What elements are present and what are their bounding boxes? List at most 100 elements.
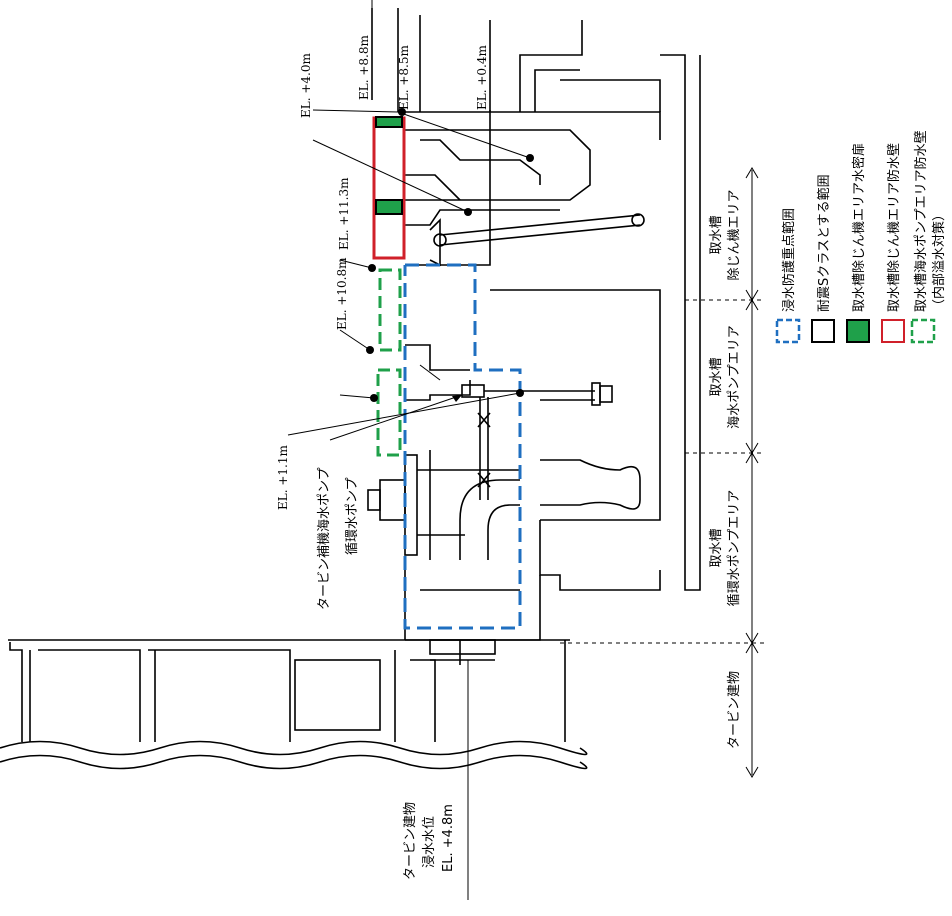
leader-dot xyxy=(370,394,378,402)
legend-swatch-green-dashed xyxy=(910,318,936,344)
wall-line xyxy=(405,174,461,201)
area-labels: 取水槽 除じん機エリア 取水槽 海水ポンプエリア 取水槽 循環水ポンプエリア タ… xyxy=(709,189,742,749)
elevation-label-88: EL. +8.8m xyxy=(357,35,371,100)
legend-label-5: （内部溢水対策） xyxy=(931,208,947,312)
area-screen-line2: 除じん機エリア xyxy=(727,189,742,280)
wall-line xyxy=(519,30,583,112)
rotor-circle xyxy=(433,233,447,247)
valve xyxy=(477,412,491,428)
watertight-door xyxy=(375,116,403,128)
wall-line xyxy=(405,380,471,401)
area-dimensions xyxy=(560,167,765,778)
area-seawater-line1: 取水槽 xyxy=(709,357,724,396)
elevation-label-108: EL. +10.8m xyxy=(335,257,349,330)
legend-label-4: 取水槽海水ポンプエリア防水壁 xyxy=(913,130,929,312)
turbine-water-level-label: タービン建物 浸水水位 EL. +4.8m xyxy=(403,802,456,880)
flange xyxy=(591,382,601,406)
base-slab xyxy=(429,639,496,655)
wall-line xyxy=(660,54,701,591)
wall-line xyxy=(405,344,470,371)
blue-dashed-boundary xyxy=(403,263,522,630)
pump-base xyxy=(404,454,418,556)
wall-line xyxy=(490,289,661,521)
wall-line xyxy=(405,209,560,226)
turbine-wall xyxy=(410,659,436,742)
area-seawater-line2: 海水ポンプエリア xyxy=(727,325,742,429)
water-level-line3: EL. +4.8m xyxy=(441,804,456,872)
elevation-label-04: EL. +0.4m xyxy=(475,45,489,110)
wall-line xyxy=(439,214,641,236)
elevation-label-11: EL. +1.1m xyxy=(276,445,290,510)
legend-swatch-red-solid xyxy=(881,319,905,343)
leader-dot xyxy=(516,389,524,397)
area-turbine-line1: タービン建物 xyxy=(727,671,742,749)
legend-label-1: 耐震Sクラスとする範囲 xyxy=(817,174,832,312)
wall-line xyxy=(419,364,441,381)
legend-label-2: 取水槽除じん機エリア水密扉 xyxy=(851,143,867,312)
leader-dot xyxy=(526,154,534,162)
wall-line xyxy=(539,520,661,591)
red-waterproof-wall xyxy=(372,116,406,260)
seawater-pump-walls xyxy=(376,268,402,457)
turbine-building xyxy=(0,639,588,900)
leader-line xyxy=(312,139,469,213)
legend-swatch-green-filled xyxy=(846,319,870,343)
water-level-line2: 浸水水位 xyxy=(422,816,437,868)
break-line xyxy=(0,740,588,756)
flange xyxy=(599,385,613,403)
legend: 浸水防護重点範囲 耐震Sクラスとする範囲 取水槽除じん機エリア水密扉 取水槽除じ… xyxy=(775,130,947,344)
turbine-room xyxy=(294,659,381,731)
legend-swatch-black-solid xyxy=(811,319,835,343)
turbine-wall xyxy=(9,642,23,742)
wall-line xyxy=(439,224,641,246)
leader-line xyxy=(312,109,531,159)
turbine-wall xyxy=(148,649,291,742)
rotor-circle xyxy=(631,213,645,227)
green-dashed-wall xyxy=(376,368,402,457)
elevation-labels: EL. +8.8m EL. +8.5m EL. +0.4m EL. +4.0m … xyxy=(276,0,489,510)
leader-dot xyxy=(368,264,376,272)
turbine-wall xyxy=(38,649,141,742)
legend-label-3: 取水槽除じん機エリア防水壁 xyxy=(886,143,902,312)
leader-line xyxy=(339,329,371,351)
turbine-aux-pump-label: タービン補機海水ポンプ xyxy=(317,467,332,610)
leader-dot xyxy=(398,108,406,116)
break-line xyxy=(0,754,588,770)
elbow-pipe xyxy=(487,504,520,560)
wall-line xyxy=(429,218,441,267)
wall-line xyxy=(534,69,580,112)
elevation-label-40: EL. +4.0m xyxy=(299,53,313,118)
flood-protection-range xyxy=(403,263,522,630)
watertight-door xyxy=(375,199,403,215)
circ-pump-label: 循環水ポンプ xyxy=(345,477,360,555)
leader-line xyxy=(329,394,463,441)
area-screen-line1: 取水槽 xyxy=(709,215,724,254)
wall-line xyxy=(560,79,661,112)
area-circ-line2: 循環水ポンプエリア xyxy=(727,490,742,607)
leader-line xyxy=(339,259,373,269)
legend-swatch-blue-dashed xyxy=(775,318,801,344)
wall-line xyxy=(405,129,591,201)
valve xyxy=(477,472,491,488)
leaders xyxy=(287,108,534,441)
elevation-label-113: EL. +11.3m xyxy=(337,177,351,250)
leader-dot xyxy=(464,208,472,216)
leader-arrow xyxy=(452,395,462,402)
green-dashed-wall xyxy=(378,268,402,352)
pump-motor xyxy=(379,479,406,521)
pump-motor xyxy=(367,489,381,511)
wall-line xyxy=(405,575,541,641)
area-circ-line1: 取水槽 xyxy=(709,528,724,567)
structure-outline xyxy=(367,8,701,665)
leader-line xyxy=(339,394,375,399)
pump-casing xyxy=(540,459,641,510)
dimension-arrow xyxy=(745,766,759,778)
legend-label-0: 浸水防護重点範囲 xyxy=(781,208,797,312)
elbow-pipe xyxy=(459,479,520,560)
leader-line xyxy=(287,392,521,436)
dimension-arrow xyxy=(745,167,759,179)
water-level-line1: タービン建物 xyxy=(403,802,418,880)
elevation-label-85: EL. +8.5m xyxy=(397,45,411,110)
leader-dot xyxy=(366,346,374,354)
